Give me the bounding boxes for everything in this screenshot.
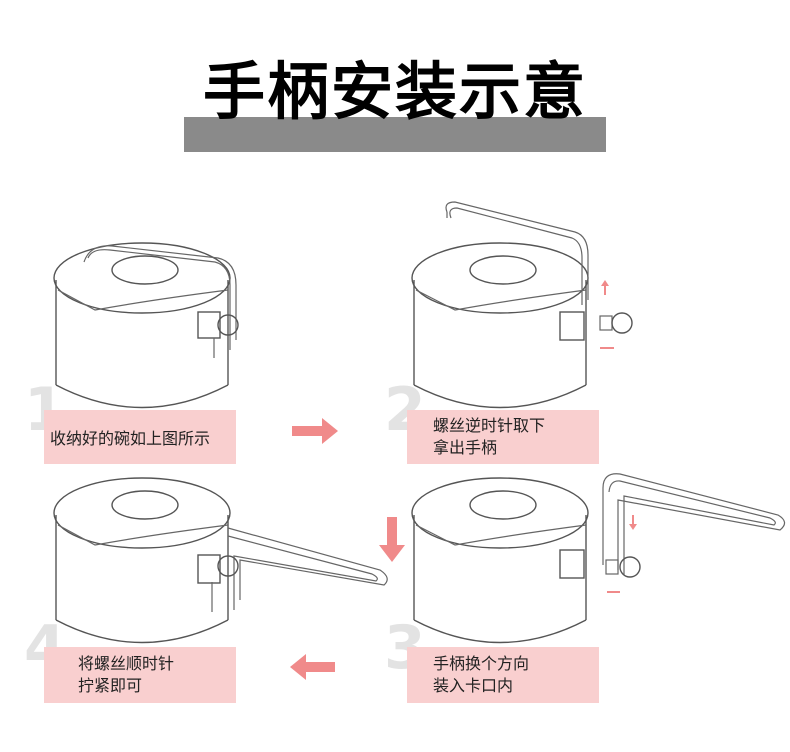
pot-step-3-illustration bbox=[411, 473, 786, 644]
step-2-text-line2: 拿出手柄 bbox=[433, 438, 498, 457]
pot-step-1-illustration bbox=[53, 242, 239, 409]
step-1-label: 收纳好的碗如上图所示 bbox=[44, 410, 236, 464]
step-3-text-line1: 手柄换个方向 bbox=[433, 654, 530, 673]
arrow-right-1-to-2 bbox=[292, 418, 338, 444]
pot-step-2-illustration bbox=[411, 201, 633, 409]
step-3-label: 手柄换个方向 装入卡口内 bbox=[407, 647, 599, 703]
page-title: 手柄安装示意 bbox=[202, 55, 587, 128]
step-4-text-line2: 拧紧即可 bbox=[78, 676, 143, 695]
step-3-text-line2: 装入卡口内 bbox=[433, 676, 514, 695]
step-4-text-line1: 将螺丝顺时针 bbox=[78, 654, 175, 673]
pot-step-4-illustration bbox=[53, 477, 388, 644]
step-2-label: 螺丝逆时针取下 拿出手柄 bbox=[407, 410, 599, 464]
step-1-text: 收纳好的碗如上图所示 bbox=[50, 429, 211, 448]
arrow-down-2-to-3 bbox=[379, 517, 405, 562]
step-2-text-line1: 螺丝逆时针取下 bbox=[433, 416, 546, 435]
title-underline-bar bbox=[184, 117, 606, 152]
step-4-label: 将螺丝顺时针 拧紧即可 bbox=[44, 647, 236, 703]
arrow-left-3-to-4 bbox=[290, 654, 335, 680]
